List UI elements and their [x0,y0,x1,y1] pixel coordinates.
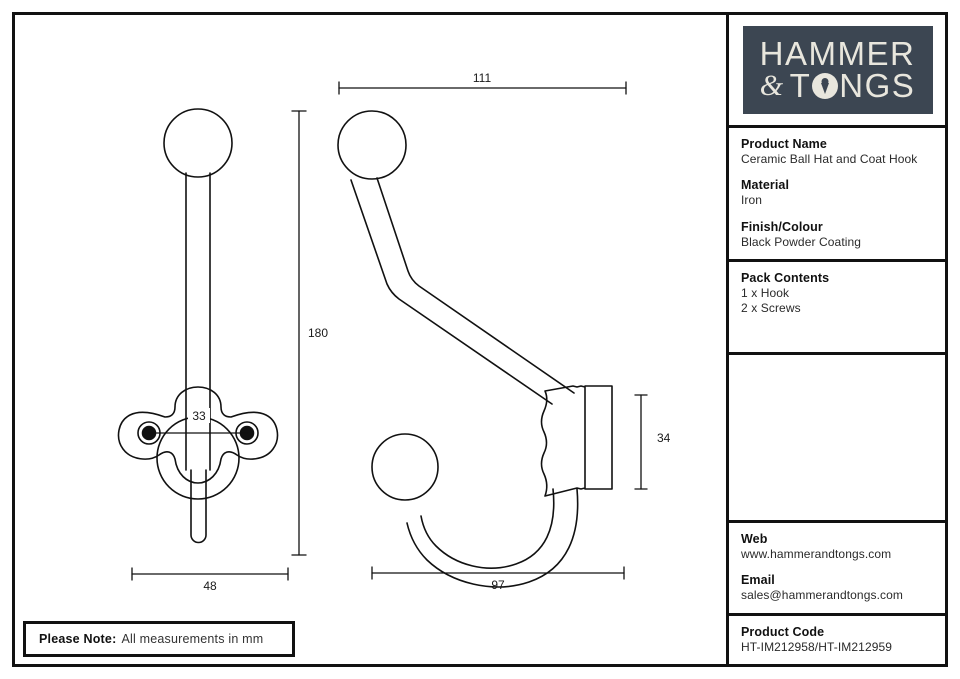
front-stem-tail [190,469,207,544]
side-view-dimensions [338,81,648,580]
dim-33-label: 33 [192,409,206,423]
front-top-ball [163,108,233,178]
side-hook-outer-edge [406,488,579,588]
pack-contents-label: Pack Contents [741,271,830,286]
pack-contents-item-1: 1 x Hook [741,286,790,301]
side-hook-inner-edge [420,488,555,569]
email-label: Email [741,573,775,588]
please-note-label: Please Note: [39,632,117,646]
hammer-and-tongs-logo: HAMMER & T NGS [742,26,933,114]
side-upper-arm-outer-edge [376,177,575,394]
material-label: Material [741,178,790,193]
front-backplate-outline [117,386,279,484]
product-code-value: HT-IM212958/HT-IM212959 [741,639,893,654]
email-field: Email sales@hammerandtongs.com [741,573,934,603]
please-note-box: Please Note: All measurements in mm [23,621,295,657]
material-value: Iron [741,193,763,208]
product-name-value: Ceramic Ball Hat and Coat Hook [741,152,918,166]
email-value[interactable]: sales@hammerandtongs.com [741,588,903,603]
logo-line-tongs: & T NGS [760,69,916,102]
product-code-label: Product Code [741,624,825,639]
front-view-dimensions [131,110,307,581]
product-name-field: Product Name Ceramic Ball Hat and Coat H… [741,137,934,167]
technical-drawing-svg: 33 48 180 111 97 34 [117,71,671,593]
blank-panel [729,355,945,523]
web-label: Web [741,531,768,546]
technical-drawing-area: 33 48 180 111 97 34 Please Note: All mea… [15,15,726,664]
product-info-panel: HAMMER & T NGS Product Name Ceramic Ball… [726,15,945,664]
keyhole-icon [812,72,839,99]
dim-34-label: 34 [657,431,671,445]
dim-111-label: 111 [473,71,492,85]
dim-180-label-bg [306,325,332,340]
please-note-text: All measurements in mm [121,632,264,646]
logo-letters-ngs: NGS [839,67,916,105]
logo-block: HAMMER & T NGS [729,15,945,128]
dim-48-label: 48 [203,579,217,593]
dim-180-label: 180 [308,326,328,340]
front-centre-ball [156,416,240,500]
finish-label: Finish/Colour [741,219,823,234]
product-code-block: Product Code HT-IM212958/HT-IM212959 [729,615,945,664]
front-view-geometry [117,108,279,544]
logo-line-hammer: HAMMER [759,34,916,72]
dim-33-label-bg [188,408,210,423]
side-upper-arm-inner-edge [350,179,553,405]
side-backplate-face [584,385,613,490]
side-top-ball [337,110,407,180]
logo-letter-t: T [789,67,812,105]
product-name-label: Product Name [741,137,827,151]
pack-contents-block: Pack Contents 1 x Hook 2 x Screws [729,262,945,356]
side-bottom-ball [371,433,439,501]
pack-contents-item-2: 2 x Screws [741,301,801,316]
side-view-geometry [337,110,613,588]
finish-value: Black Powder Coating [741,234,862,249]
side-backplate-profile [540,385,586,497]
spec-sheet: 33 48 180 111 97 34 Please Note: All mea… [12,12,948,667]
ampersand-glyph: & [759,68,785,102]
product-details-block: Product Name Ceramic Ball Hat and Coat H… [729,128,945,263]
web-field: Web www.hammerandtongs.com [741,532,934,562]
finish-field: Finish/Colour Black Powder Coating [741,220,934,250]
web-value[interactable]: www.hammerandtongs.com [741,546,892,561]
contact-block: Web www.hammerandtongs.com Email sales@h… [729,522,945,616]
material-field: Material Iron [741,178,934,208]
dim-97-label: 97 [491,578,505,592]
